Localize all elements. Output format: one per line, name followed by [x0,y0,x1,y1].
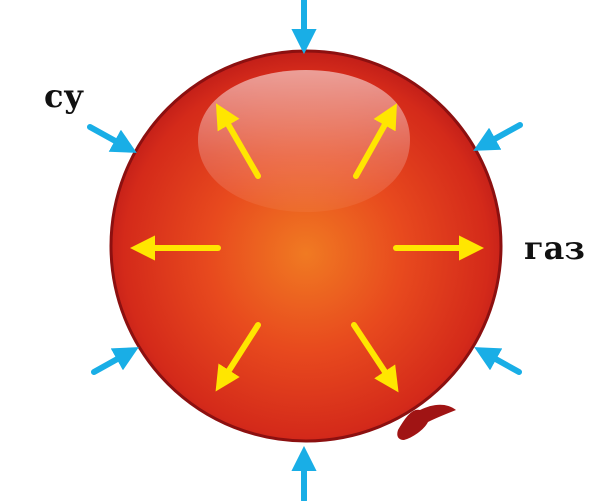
arrow-outward-icon [215,103,261,179]
arrow-inward-icon [473,122,523,151]
arrow-outward-icon [351,322,399,393]
arrow-inward-icon [87,124,137,153]
gas-pressure-arrows [129,103,485,393]
gas-label: газ [524,229,585,267]
arrow-inward-icon [91,347,139,375]
arrow-outward-icon [353,103,397,179]
water-pressure-arrows [87,0,523,501]
arrow-outward-icon [215,322,261,392]
balloon-knot [397,404,456,440]
arrow-inward-icon [474,347,522,375]
water-label: су [44,77,84,115]
